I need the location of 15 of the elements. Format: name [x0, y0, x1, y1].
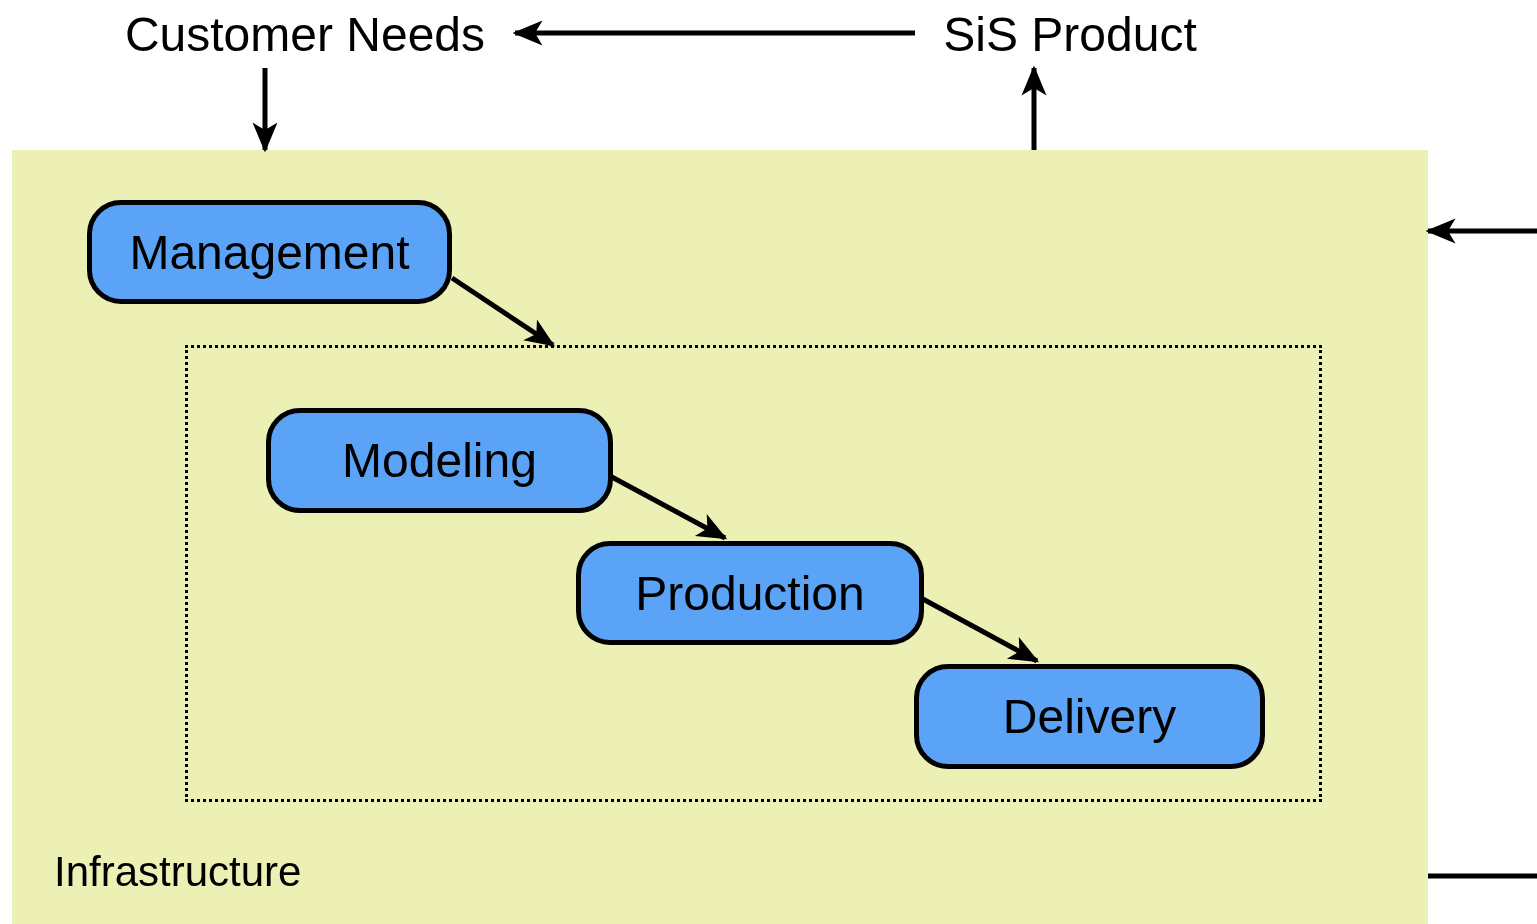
arrow [450, 275, 556, 348]
area-label: Infrastructure [54, 848, 302, 896]
node-text: Customer Needs [95, 0, 515, 68]
process-box: Management [87, 200, 452, 304]
arrow [1021, 65, 1047, 150]
arrow [1425, 218, 1537, 244]
dotted-frame [185, 345, 1322, 802]
arrow [252, 68, 278, 153]
arrow [512, 20, 915, 46]
process-box: Modeling [266, 408, 613, 513]
process-box: Delivery [914, 664, 1265, 769]
process-box: Production [576, 541, 924, 645]
connector-line [1428, 873, 1537, 879]
area-panel [12, 150, 1428, 924]
node-text: SiS Product [915, 0, 1225, 68]
